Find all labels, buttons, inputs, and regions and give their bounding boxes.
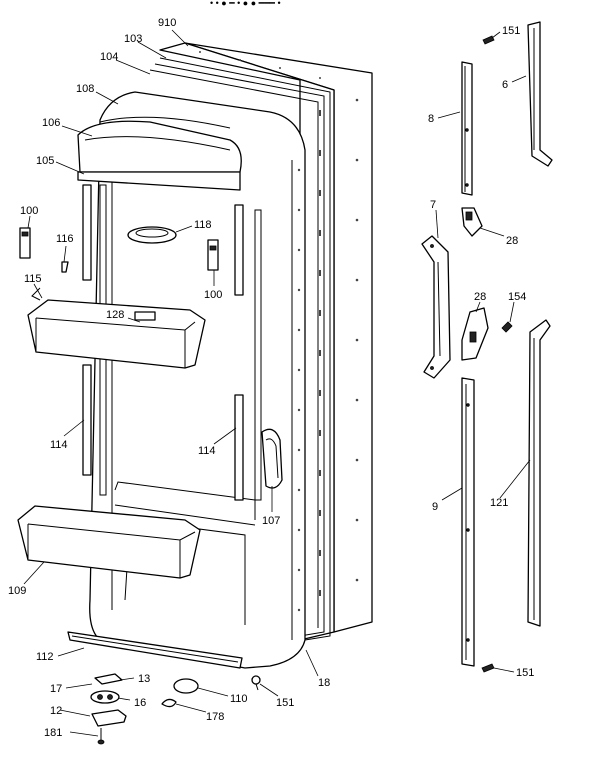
bottom-trim-112	[67, 631, 243, 669]
callout-151-top: 151	[502, 25, 520, 37]
bracket-28-bottom	[461, 307, 489, 361]
callout-6: 6	[502, 79, 508, 91]
callout-13: 13	[138, 673, 150, 685]
trim-6	[527, 21, 553, 167]
callout-109: 109	[8, 585, 26, 597]
bracket-28-top	[461, 207, 483, 237]
callout-28-top: 28	[506, 235, 518, 247]
callout-178: 178	[206, 711, 224, 723]
callout-108: 108	[76, 83, 94, 95]
callout-104: 104	[100, 51, 118, 63]
screw-154	[501, 321, 513, 333]
callout-100-left: 100	[20, 205, 38, 217]
callout-151-bottom-right: 151	[516, 667, 534, 679]
handle-trim-8	[461, 61, 473, 196]
shelf-support-100-right	[207, 239, 219, 271]
callout-106: 106	[42, 117, 60, 129]
door-gasket	[149, 57, 331, 641]
callout-910: 910	[158, 17, 176, 29]
callout-103: 103	[124, 33, 142, 45]
callout-7: 7	[430, 199, 436, 211]
callout-16: 16	[134, 697, 146, 709]
handle-trim-9	[461, 377, 475, 667]
callout-181: 181	[44, 727, 62, 739]
callout-28-bottom: 28	[474, 291, 486, 303]
clip-116	[61, 261, 69, 273]
callout-100-right: 100	[204, 289, 222, 301]
callout-105: 105	[36, 155, 54, 167]
callout-110: 110	[230, 693, 248, 705]
dairy-compartment	[77, 116, 242, 191]
leader-lines	[23, 29, 531, 737]
gasket-clip-107	[261, 428, 283, 489]
screw-151-top	[482, 35, 495, 45]
callout-8: 8	[428, 113, 434, 125]
door-shelf-109	[17, 505, 201, 579]
header-fragment: • • ● ━ • ● ● ━━━ •	[210, 0, 281, 8]
callout-9: 9	[432, 501, 438, 513]
callout-154: 154	[508, 291, 526, 303]
callout-112: 112	[36, 651, 54, 663]
callout-151-bottom-left: 151	[276, 697, 294, 709]
trim-121	[527, 319, 551, 627]
small-bin-118	[127, 226, 177, 244]
shelf-support-100-left	[19, 227, 31, 259]
callout-12: 12	[50, 705, 62, 717]
screw-151-bottom	[481, 663, 495, 673]
callout-114-left: 114	[50, 439, 68, 451]
callout-17: 17	[50, 683, 62, 695]
hinge-parts	[90, 673, 261, 745]
callout-114-right: 114	[198, 445, 216, 457]
door-shelf-115	[27, 287, 206, 369]
callout-107: 107	[262, 515, 280, 527]
callout-labels: 910 103 104 108 106 105 100 116 118 100 …	[8, 17, 534, 739]
callout-116: 116	[56, 233, 74, 245]
callout-128: 128	[106, 309, 124, 321]
callout-118: 118	[194, 219, 212, 231]
callout-115: 115	[24, 273, 42, 285]
callout-18: 18	[318, 677, 330, 689]
callout-121: 121	[490, 497, 508, 509]
handle-7	[421, 235, 451, 379]
